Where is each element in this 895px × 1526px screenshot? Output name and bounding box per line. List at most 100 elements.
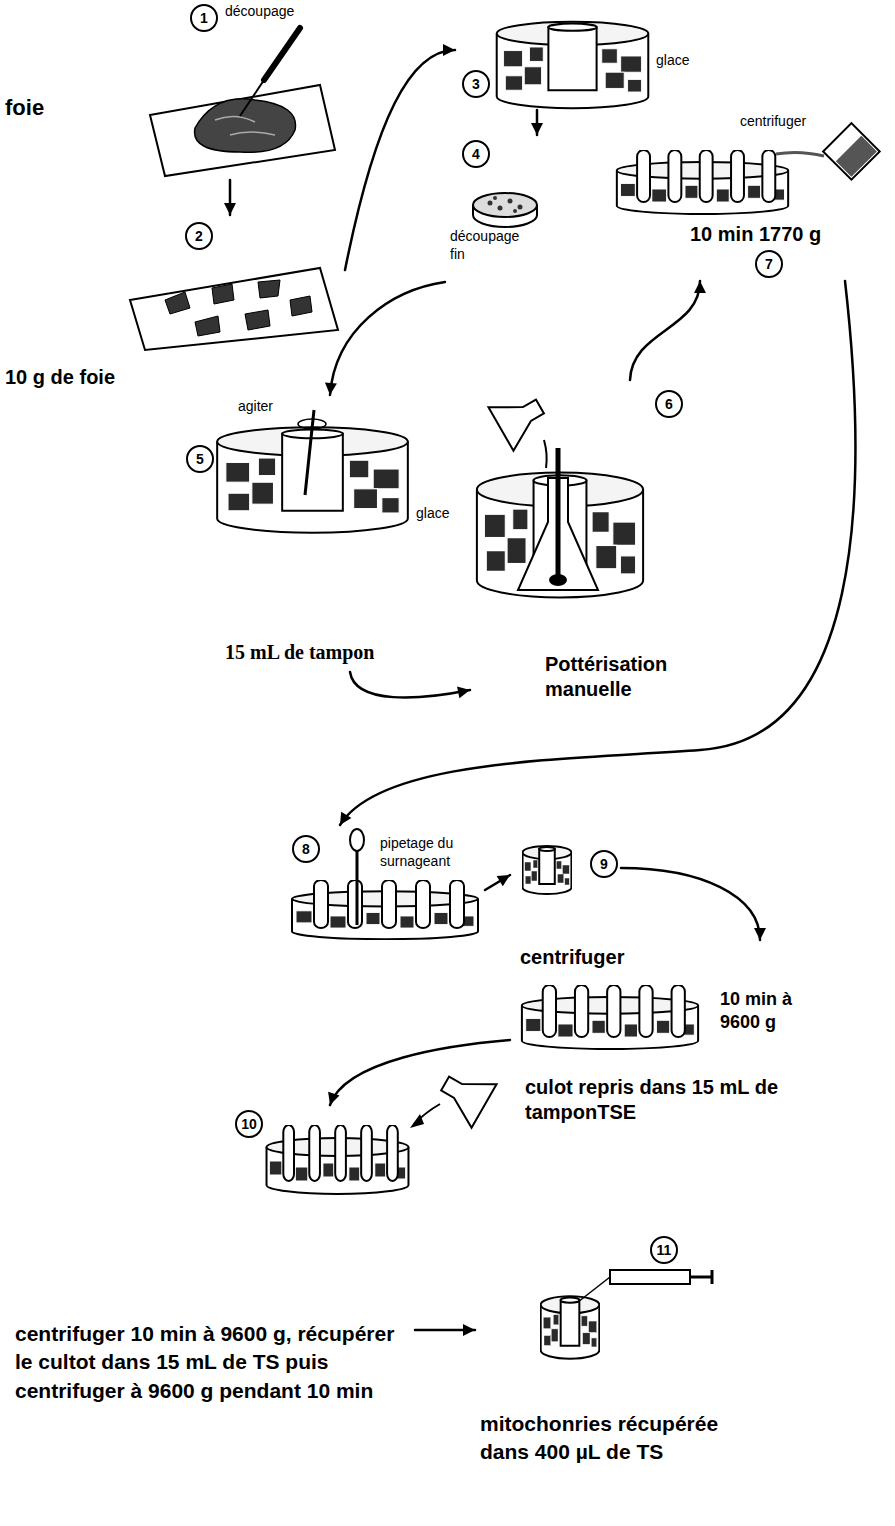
tube-rack — [267, 1125, 409, 1194]
step-caption: Pottérisation manuelle — [545, 652, 715, 702]
dish — [508, 199, 513, 204]
step-caption: 15 mL de tampon — [225, 640, 374, 665]
callout-number: 11 — [650, 1236, 678, 1264]
pouring-flask — [410, 1062, 497, 1128]
tube-rack — [292, 880, 478, 939]
callout-number: 9 — [590, 850, 618, 878]
callout-number: 8 — [292, 835, 320, 863]
small-ice-bath — [541, 1296, 600, 1358]
pouring-flask — [488, 385, 552, 468]
small-ice-bath — [523, 846, 572, 894]
ice-bath — [549, 574, 567, 586]
arrow-head — [325, 383, 337, 395]
flow-arrow — [340, 281, 855, 825]
arrow-head — [463, 1324, 475, 1336]
step-area: 5 agiter glace 15 mL de tampon — [183, 395, 465, 672]
step-caption: 10 g de foie — [5, 365, 115, 390]
ice-bath — [217, 427, 408, 533]
pouring-flask — [433, 1062, 497, 1128]
step-area: 7centrifuger10 min 1770 g — [610, 110, 885, 281]
step-area: 9 — [510, 830, 621, 905]
pouring-beaker — [776, 123, 880, 180]
flow-arrow — [621, 868, 760, 940]
organ-label: foie — [5, 95, 44, 121]
ice-bath — [497, 22, 649, 108]
step-area: 3 glace — [455, 10, 700, 110]
arrow-head — [531, 123, 543, 135]
cutting-board — [212, 284, 234, 304]
pipette — [350, 829, 364, 851]
pipette — [350, 829, 364, 925]
pouring-flask — [433, 1062, 497, 1128]
dish — [488, 201, 493, 206]
ice-bath — [217, 410, 408, 533]
step-area: 6Pottérisation manuelle — [470, 380, 718, 720]
pouring-flask — [410, 1114, 424, 1128]
ice-bath — [497, 22, 649, 108]
cutting-board — [240, 80, 264, 116]
step-note: agiter — [238, 398, 273, 416]
syringe — [711, 1270, 714, 1284]
cutting-board — [290, 296, 312, 316]
step-note: glace — [416, 505, 449, 523]
pouring-beaker — [823, 123, 880, 180]
callout-number: 7 — [755, 250, 783, 278]
flow-arrow — [345, 50, 455, 270]
flow-arrow — [330, 282, 445, 395]
tube-rack — [617, 150, 788, 214]
step-area: 2 10 g de foie — [2, 215, 345, 393]
ice-bath — [298, 419, 326, 429]
syringe — [690, 1276, 712, 1279]
pouring-flask — [488, 385, 552, 451]
step-area: centrifuger10 min à 9600 gculot repris d… — [510, 940, 820, 1140]
cutting-board — [264, 28, 300, 80]
step-note: découpage — [225, 3, 294, 21]
step-note: découpage fin — [450, 228, 530, 263]
pouring-flask — [544, 440, 547, 468]
pouring-beaker — [776, 152, 824, 156]
cutting-board — [195, 316, 220, 336]
flow-arrow — [330, 1040, 510, 1105]
step-area: 11 mitochonries récupérée dans 400 µL de … — [475, 1232, 775, 1472]
callout-number: 3 — [462, 70, 490, 98]
callout-number: 6 — [655, 390, 683, 418]
pouring-beaker — [823, 123, 880, 180]
ice-bath — [305, 410, 314, 495]
step-caption: mitochonries récupérée dans 400 µL de TS — [480, 1410, 770, 1467]
step-note: glace — [656, 52, 689, 70]
cutting-board — [165, 292, 190, 314]
step-area: 8pipetage du surnageant — [285, 825, 485, 945]
pouring-beaker — [836, 136, 877, 177]
cutting-board — [165, 280, 312, 336]
pipette — [356, 846, 359, 925]
small-ice-bath — [523, 846, 572, 894]
step-area: 1 découpage — [140, 0, 340, 180]
pouring-flask — [488, 385, 552, 451]
step-caption: 10 min 1770 g — [690, 222, 821, 247]
cutting-board — [150, 28, 335, 176]
small-ice-bath — [541, 1296, 600, 1358]
callout-number: 1 — [190, 4, 218, 32]
tube-rack — [617, 150, 788, 214]
dish — [498, 206, 503, 211]
callout-number: 4 — [462, 140, 490, 168]
cutting-board — [150, 85, 335, 176]
dish — [473, 193, 537, 227]
callout-number: 2 — [185, 222, 213, 250]
dish — [518, 205, 523, 210]
ice-bath — [556, 448, 561, 580]
tube-rack — [267, 1125, 409, 1194]
dish — [513, 209, 517, 213]
flow-arrow — [630, 281, 700, 380]
flow-arrow — [350, 672, 470, 698]
dish — [493, 196, 497, 200]
step-caption: culot repris dans 15 mL de tamponTSE — [525, 1075, 815, 1125]
arrow-head — [457, 686, 470, 698]
arrow-head — [497, 875, 510, 886]
step-caption: 10 min à 9600 g — [720, 988, 805, 1033]
arrow-head — [340, 812, 351, 825]
arrow-head — [443, 44, 455, 56]
step-area: 10centrifuger 10 min à 9600 g, récupérer… — [12, 1105, 415, 1408]
callout-number: 5 — [186, 445, 214, 473]
ice-bath — [477, 448, 643, 597]
